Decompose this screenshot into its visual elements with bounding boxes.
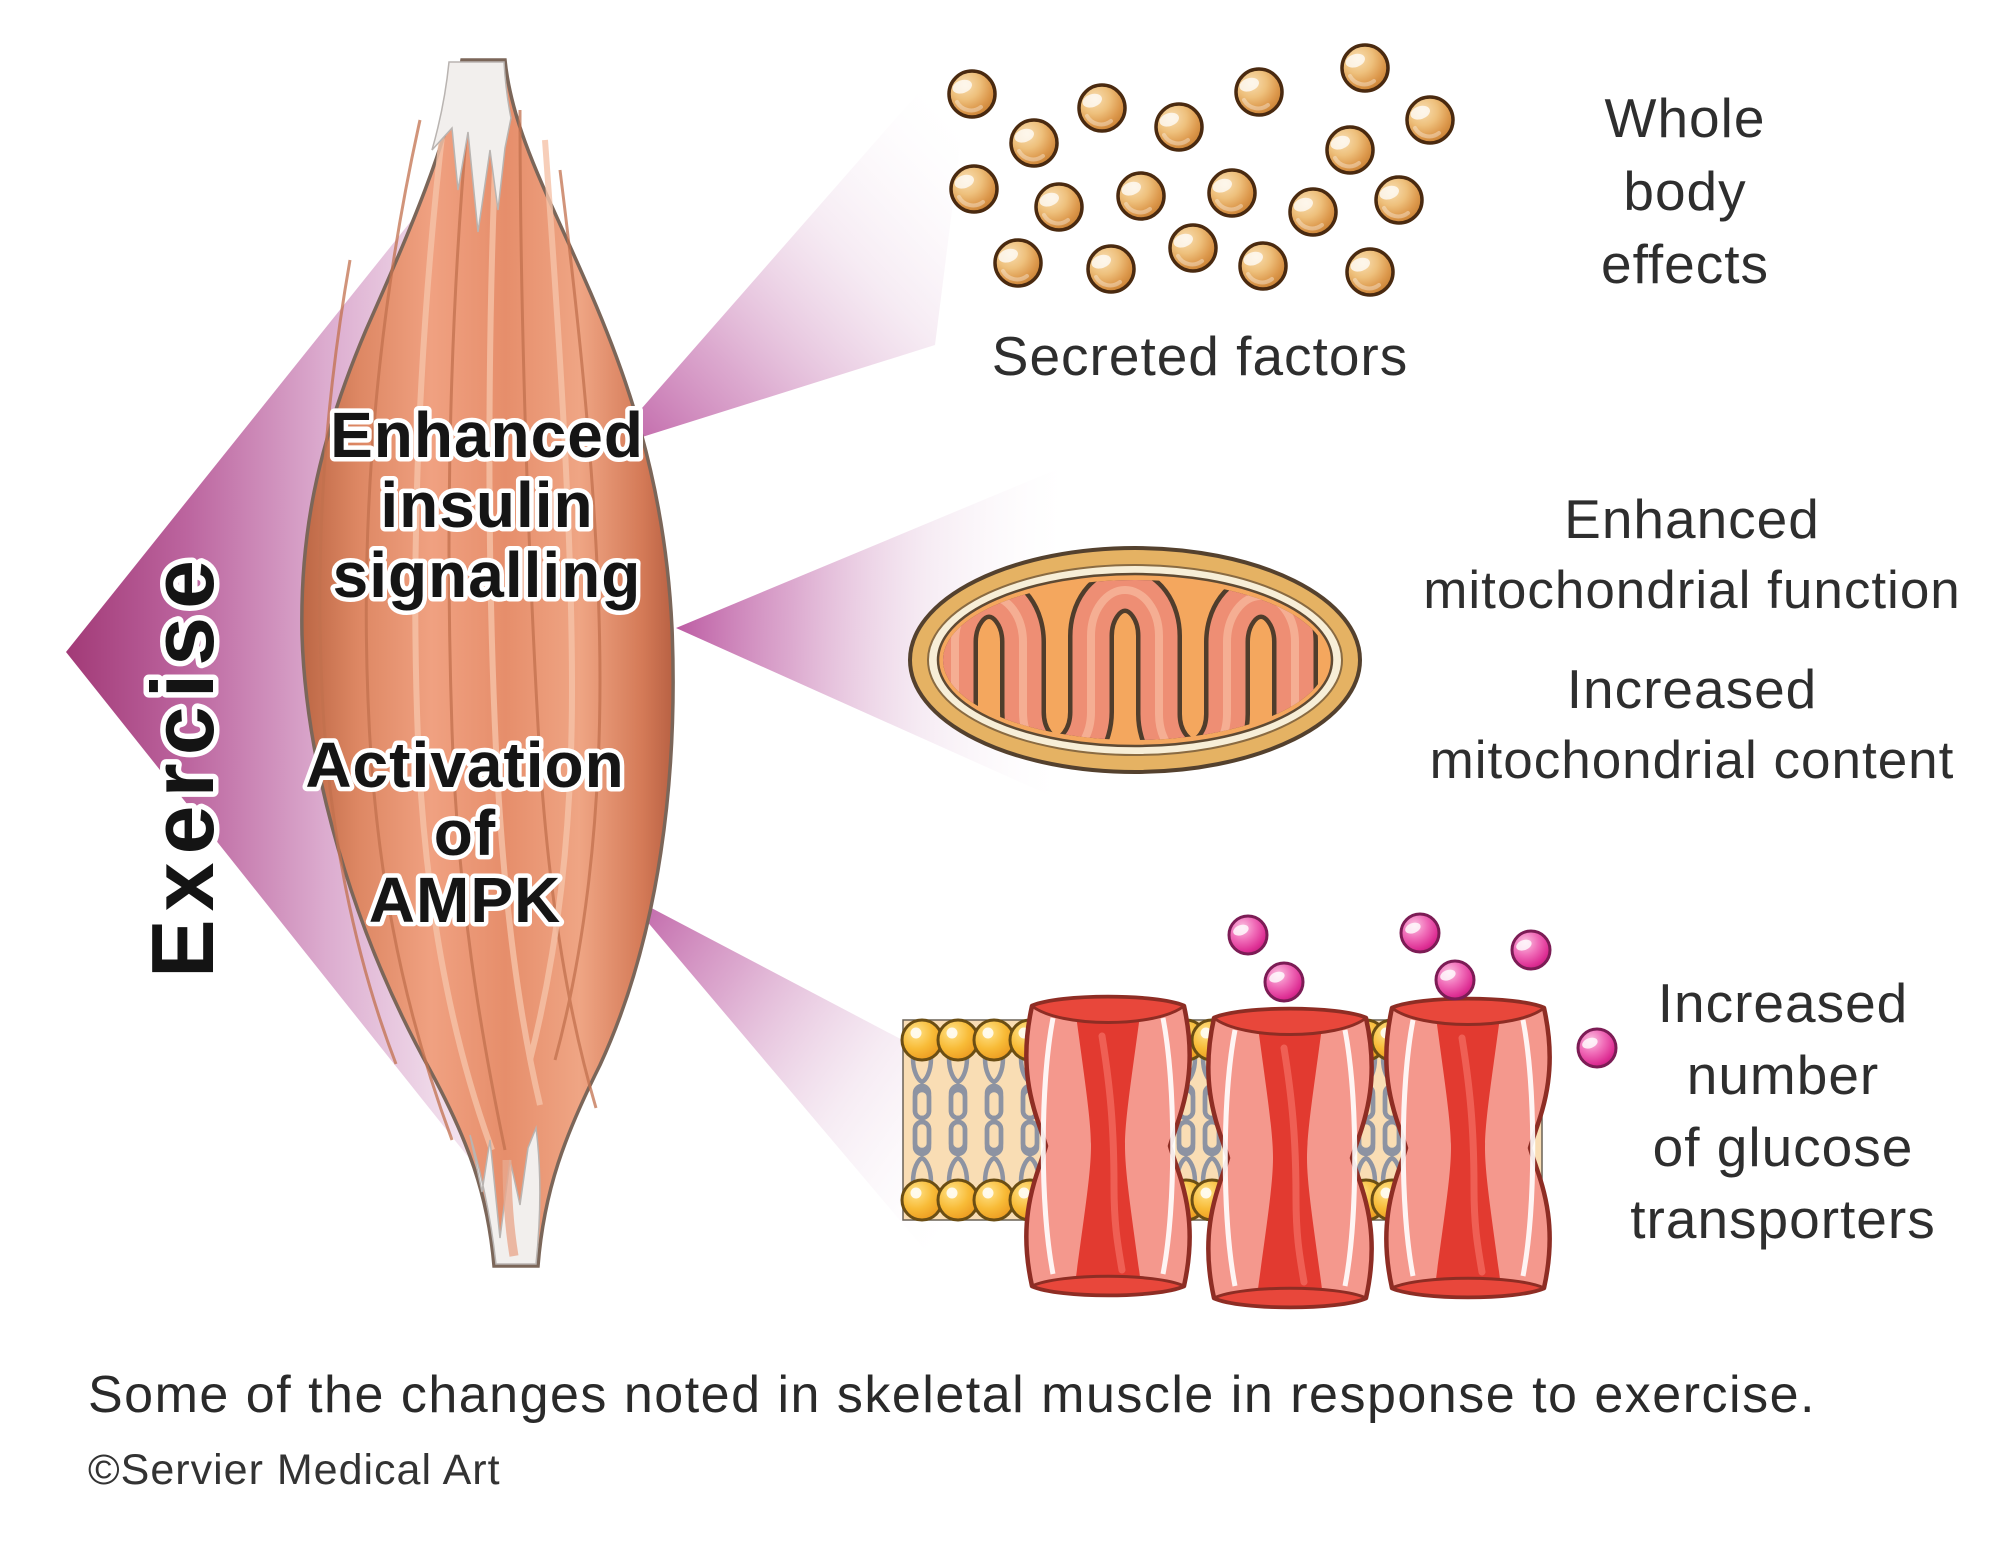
- gdot: [1399, 912, 1441, 954]
- sphere: [1009, 118, 1059, 168]
- sphere: [1345, 247, 1395, 297]
- sphere: [1405, 95, 1455, 145]
- muscle-label-line: signalling: [333, 539, 642, 611]
- head: [972, 1018, 1016, 1062]
- svg-text:body: body: [1623, 160, 1746, 222]
- muscle-label-line: of: [434, 797, 496, 869]
- glucose-transporters-label: Increased number of glucose transporters: [1630, 972, 1935, 1250]
- tendon-bottom: [469, 1125, 541, 1265]
- sphere: [1207, 168, 1257, 218]
- transporter: [1026, 997, 1189, 1295]
- muscle-body: [300, 58, 675, 1268]
- sphere: [1238, 241, 1288, 291]
- transporter: [1208, 1009, 1371, 1307]
- head: [936, 1178, 980, 1222]
- skeletal-muscle-illustration: [300, 58, 675, 1268]
- svg-text:mitochondrial content: mitochondrial content: [1430, 731, 1955, 790]
- svg-text:of glucose: of glucose: [1653, 1116, 1914, 1178]
- sphere: [1086, 244, 1136, 294]
- svg-text:transporters: transporters: [1630, 1188, 1935, 1250]
- tendon-streak: [502, 1159, 519, 1257]
- glucose-transporters-icon: [1026, 997, 1549, 1307]
- secreted-factors-label: Secreted factors: [992, 325, 1408, 387]
- beam-to-secreted-factors: [607, 28, 975, 448]
- svg-text:number: number: [1687, 1044, 1879, 1106]
- sphere: [1340, 43, 1390, 93]
- muscle-highlights: [412, 99, 576, 1152]
- svg-text:mitochondrial function: mitochondrial function: [1423, 561, 1961, 620]
- mitochondrion-icon: [908, 546, 1362, 774]
- sphere: [1325, 125, 1375, 175]
- sphere: [1077, 83, 1127, 133]
- sphere: [1288, 187, 1338, 237]
- head: [972, 1178, 1016, 1222]
- muscle-fibers: [318, 94, 602, 1151]
- copyright-credit: ©Servier Medical Art: [88, 1446, 501, 1494]
- svg-text:Increased: Increased: [1658, 972, 1909, 1034]
- mitochondria-effects-label: Enhanced mitochondrial function Increase…: [1423, 488, 1961, 790]
- gdot: [1263, 961, 1305, 1003]
- gdot: [1434, 959, 1476, 1001]
- muscle-label-line: AMPK: [369, 864, 561, 936]
- head: [900, 1178, 944, 1222]
- figure-caption: Some of the changes noted in skeletal mu…: [88, 1366, 1816, 1424]
- sphere: [993, 238, 1043, 288]
- tendon-top: [431, 61, 512, 233]
- svg-text:effects: effects: [1601, 233, 1769, 295]
- sphere: [1154, 102, 1204, 152]
- muscle-text-ampk: Activation of AMPK: [301, 725, 628, 941]
- sphere: [1034, 182, 1084, 232]
- mitochondrion-cristae: [943, 580, 1318, 740]
- exercise-label: Exercise: [133, 552, 232, 978]
- svg-text:Whole: Whole: [1605, 87, 1766, 149]
- svg-text:Increased: Increased: [1567, 658, 1818, 720]
- cell-membrane-illustration: [900, 997, 1550, 1307]
- gdot: [1576, 1027, 1618, 1069]
- secreted-factors-icon: [947, 43, 1455, 297]
- gdot: [1510, 929, 1552, 971]
- sphere: [947, 69, 997, 119]
- sphere: [1234, 67, 1284, 117]
- sphere: [1168, 223, 1218, 273]
- muscle-label-line: Activation: [305, 729, 624, 801]
- muscle-text-insulin: Enhanced insulin signalling: [326, 395, 648, 616]
- sphere: [1374, 175, 1424, 225]
- gdot: [1227, 914, 1269, 956]
- muscle-label-line: insulin: [380, 469, 593, 541]
- head: [936, 1018, 980, 1062]
- head: [900, 1018, 944, 1062]
- whole-body-effects-label: Whole body effects: [1601, 87, 1769, 295]
- muscle-label-line: Enhanced: [330, 399, 644, 471]
- svg-text:Enhanced: Enhanced: [1564, 488, 1820, 550]
- sphere: [1116, 171, 1166, 221]
- transporter: [1386, 999, 1549, 1297]
- sphere: [949, 164, 999, 214]
